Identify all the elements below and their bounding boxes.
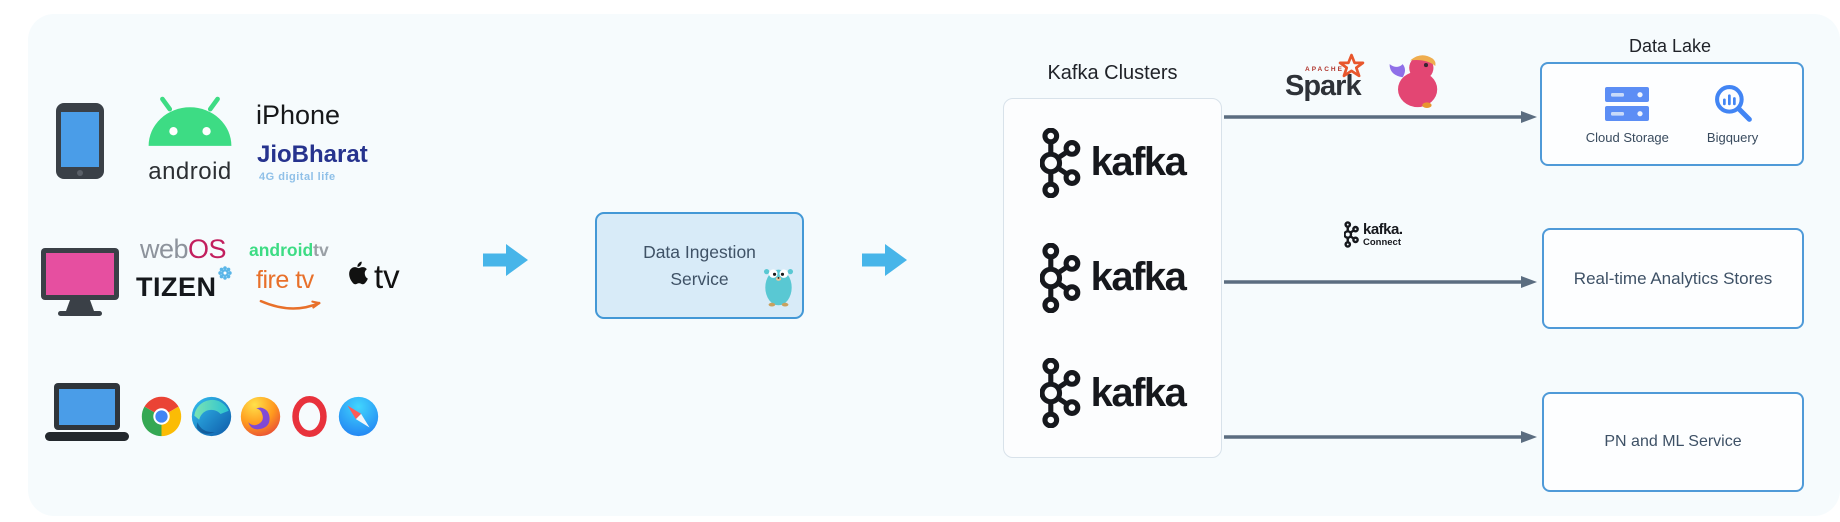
connector-arrow-data-lake	[1224, 110, 1538, 129]
androidtv-android-text: android	[249, 240, 314, 260]
ingestion-label-line2: Service	[670, 268, 729, 289]
diagram-canvas	[28, 14, 1840, 516]
data-ingestion-service-box: Data Ingestion Service	[595, 212, 804, 319]
opera-icon	[289, 396, 330, 442]
webos-web-text: web	[140, 234, 189, 264]
chrome-icon	[141, 396, 182, 442]
tizen-gear-icon	[217, 266, 232, 280]
cloud-storage-label: Cloud Storage	[1585, 130, 1669, 145]
laptop-icon	[44, 382, 130, 451]
go-gopher-icon	[762, 264, 795, 312]
appletv-tv-text: tv	[374, 258, 400, 295]
firetv-logo: fire tv	[256, 266, 314, 295]
iphone-label: iPhone	[256, 100, 341, 130]
realtime-analytics-label: Real-time Analytics Stores	[1573, 268, 1773, 288]
kafka-connect-connect-text: Connect	[1363, 236, 1401, 248]
flow-arrow-blue-1	[483, 243, 529, 282]
kafka-connect-kafka-text: kafka.	[1363, 220, 1403, 238]
ingestion-label-line1: Data Ingestion	[643, 242, 756, 263]
tizen-logo: TIZEN	[136, 266, 232, 303]
kafka-clusters-title: Kafka Clusters	[1047, 62, 1178, 84]
appletv-logo: tv	[345, 258, 400, 296]
apple-icon	[349, 261, 368, 285]
data-lake-box: Cloud Storage Bigquery	[1540, 62, 1804, 166]
bigquery-icon	[1714, 85, 1752, 122]
pn-ml-service-label: PN and ML Service	[1604, 433, 1742, 450]
kafka-wordmark: kafka	[1090, 140, 1187, 185]
bigquery-label: Bigquery	[1706, 130, 1759, 145]
firetv-tv-text: tv	[295, 266, 314, 294]
android-wordmark: android	[148, 158, 232, 185]
bigquery-item: Bigquery	[1707, 83, 1758, 145]
kafka-instance: kafka	[1039, 358, 1187, 429]
androidtv-tv-text: tv	[313, 240, 329, 260]
firefox-icon	[240, 396, 281, 442]
firetv-smile-icon	[258, 299, 326, 318]
tv-icon	[40, 247, 120, 324]
data-lake-title: Data Lake	[1628, 36, 1712, 56]
spark-star-icon	[1338, 53, 1365, 85]
kafka-instance: kafka	[1039, 127, 1187, 198]
kafka-instance: kafka	[1039, 242, 1187, 313]
android-logo: android	[132, 94, 248, 186]
pn-ml-service-box: PN and ML Service	[1542, 392, 1804, 492]
webos-logo: webOS	[140, 234, 227, 265]
webos-os-text: OS	[188, 234, 227, 264]
kafka-wordmark: kafka	[1090, 255, 1187, 300]
tizen-text: TIZEN	[136, 272, 217, 302]
kafka-wordmark: kafka	[1090, 370, 1187, 415]
realtime-analytics-box: Real-time Analytics Stores	[1542, 228, 1804, 329]
kafka-icon	[1039, 242, 1080, 313]
kafka-connect-logo: kafka. Connect	[1344, 221, 1403, 248]
kafka-clusters-box: kafka kafka kafka	[1003, 98, 1222, 458]
spark-name-text: Spark	[1285, 70, 1362, 102]
flow-arrow-blue-2	[862, 243, 908, 282]
flink-squirrel-icon	[1384, 50, 1440, 115]
spark-apache-text: APACHE	[1305, 66, 1344, 73]
jiobharat-tagline: 4G digital life	[259, 171, 336, 183]
cloud-storage-item: Cloud Storage	[1586, 85, 1669, 145]
smartphone-icon	[55, 102, 105, 185]
safari-icon	[338, 396, 379, 442]
android-robot-icon	[132, 94, 248, 155]
firetv-fire-text: fire	[256, 266, 289, 294]
edge-icon	[191, 396, 232, 442]
apache-spark-logo: APACHE Spark	[1284, 53, 1376, 107]
jiobharat-logo: JioBharat	[257, 141, 368, 168]
kafka-icon	[1039, 127, 1080, 198]
kafka-connect-icon	[1344, 221, 1359, 248]
kafka-icon	[1039, 358, 1080, 429]
connector-arrow-realtime	[1224, 275, 1538, 294]
cloud-storage-icon	[1605, 87, 1650, 121]
androidtv-logo: androidtv	[249, 240, 329, 261]
connector-arrow-pn-ml	[1224, 430, 1538, 449]
